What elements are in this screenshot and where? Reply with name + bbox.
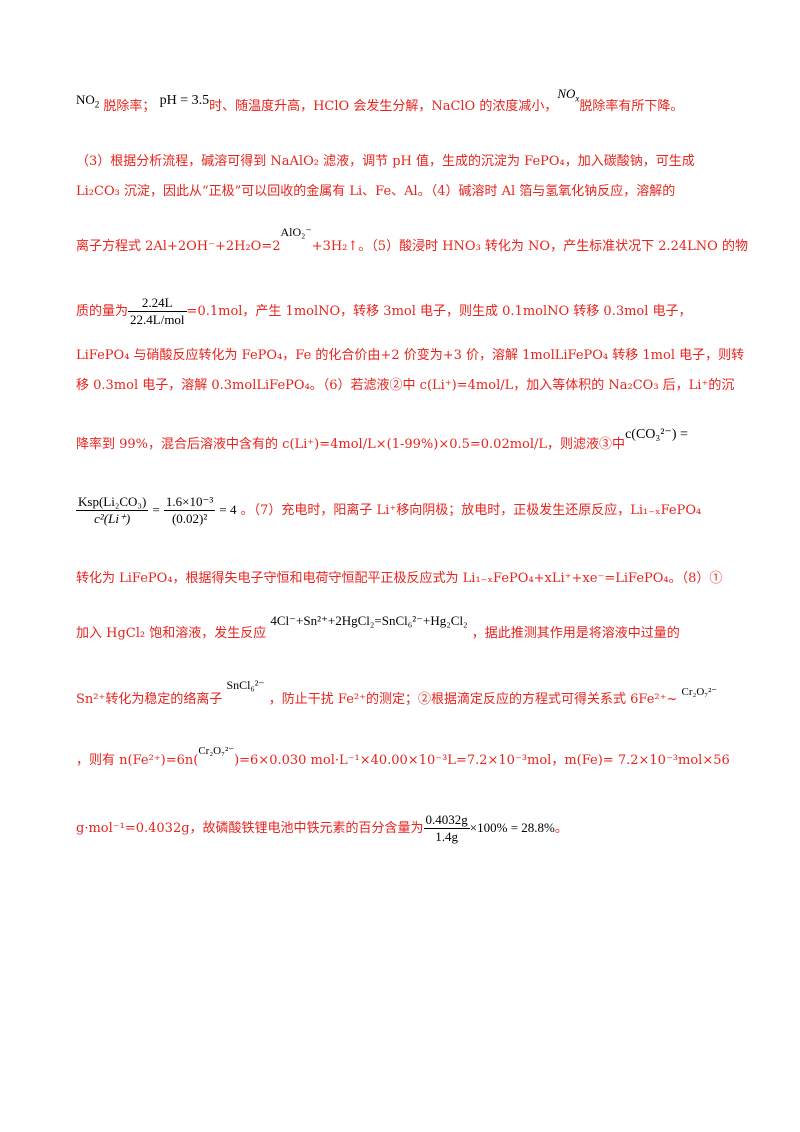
line-10: 转化为 LiFePO₄，根据得失电子守恒和电荷守恒配平正极反应式为 Li₁₋ₓF… bbox=[76, 571, 723, 586]
text-span: 加入 HgCl₂ 饱和溶液，发生反应 bbox=[76, 626, 267, 641]
text-span: ，防止干扰 Fe²⁺的测定；②根据滴定反应的方程式可得关系式 6Fe²⁺~ bbox=[268, 692, 678, 707]
text-span: =0.1mol，产生 1molNO，转移 3mol 电子，则生成 0.1molN… bbox=[186, 304, 692, 319]
fraction-value: 1.6×10⁻³(0.02)² bbox=[163, 494, 216, 526]
line-11: 加入 HgCl₂ 饱和溶液，发生反应 4Cl⁻+Sn²⁺+2HgCl₂=SnCl… bbox=[76, 613, 680, 643]
text-span: +3H₂↑。（5）酸浸时 HNO₃ 转化为 NO，产生标准状况下 2.24LNO… bbox=[311, 239, 748, 254]
text-span: 质的量为 bbox=[76, 304, 129, 319]
alo2-formula: AlO₂⁻ bbox=[280, 225, 312, 239]
nox-formula: NOx bbox=[557, 86, 580, 104]
text-span: 。（7）充电时，阳离子 Li⁺移向阴极；放电时，正极发生还原反应，Li₁₋ₓFe… bbox=[240, 503, 702, 518]
sncl6-formula: SnCl₆²⁻ bbox=[226, 678, 265, 692]
line-7: 移 0.3mol 电子，溶解 0.3molLiFePO₄。（6）若滤液②中 c(… bbox=[76, 378, 735, 393]
text-span: ，据此推测其作用是将溶液中过量的 bbox=[471, 626, 680, 641]
eq-result: = 4 bbox=[219, 502, 237, 517]
text-span: 脱除率有所下降。 bbox=[579, 99, 684, 114]
line-6: LiFePO₄ 与硝酸反应转化为 FePO₄，Fe 的化合价由+2 价变为+3 … bbox=[76, 348, 745, 363]
fraction-ksp: Ksp(Li₂CO₃)c²(Li⁺) bbox=[76, 494, 149, 526]
percent-result: ×100% = 28.8% bbox=[469, 820, 555, 835]
text-span: )=6×0.030 mol·L⁻¹×40.00×10⁻³L=7.2×10⁻³mo… bbox=[234, 753, 730, 768]
text-span: g·mol⁻¹=0.4032g，故磷酸铁锂电池中铁元素的百分含量为 bbox=[76, 821, 424, 836]
text-span: Sn²⁺转化为稳定的络离子 bbox=[76, 692, 223, 707]
line-3: Li₂CO₃ 沉淀，因此从“正极”可以回收的金属有 Li、Fe、Al。（4）碱溶… bbox=[76, 184, 676, 199]
line-13: ，则有 n(Fe²⁺)=6n(Cr₂O₇²⁻)=6×0.030 mol·L⁻¹×… bbox=[76, 745, 730, 770]
text-span: 降率到 99%，混合后溶液中含有的 c(Li⁺)=4mol/L×(1-99%)×… bbox=[76, 437, 626, 452]
text-span: ，则有 n(Fe²⁺)=6n( bbox=[76, 753, 199, 768]
line-8: 降率到 99%，混合后溶液中含有的 c(Li⁺)=4mol/L×(1-99%)×… bbox=[76, 427, 688, 454]
ph-value: pH = 3.5 bbox=[159, 93, 210, 108]
line-1: NO2 脱除率； pH = 3.5时、随温度升高，HClO 会发生分解，NaCl… bbox=[76, 86, 684, 116]
text-span: 脱除率； bbox=[103, 99, 156, 114]
line-9: Ksp(Li₂CO₃)c²(Li⁺) = 1.6×10⁻³(0.02)² = 4… bbox=[76, 494, 702, 526]
cr2o7-formula: Cr₂O₇²⁻ bbox=[681, 686, 718, 698]
text-span: 。 bbox=[554, 821, 568, 836]
cr2o7-formula: Cr₂O₇²⁻ bbox=[198, 745, 235, 757]
line-4: 离子方程式 2Al+2OH⁻+2H₂O=2AlO₂⁻+3H₂↑。（5）酸浸时 H… bbox=[76, 225, 748, 256]
text-span: 离子方程式 2Al+2OH⁻+2H₂O=2 bbox=[76, 239, 281, 254]
text-span: 时、随温度升高，HClO 会发生分解，NaClO 的浓度减小， bbox=[209, 99, 558, 114]
line-12: Sn²⁺转化为稳定的络离子 SnCl₆²⁻ ，防止干扰 Fe²⁺的测定；②根据滴… bbox=[76, 678, 717, 709]
reaction-equation: 4Cl⁻+Sn²⁺+2HgCl₂=SnCl₆²⁻+Hg₂Cl₂ bbox=[270, 613, 468, 628]
no2-formula: NO2 bbox=[76, 92, 100, 110]
line-2: （3）根据分析流程，碱溶可得到 NaAlO₂ 滤液，调节 pH 值，生成的沉淀为… bbox=[76, 154, 695, 169]
carbonate-conc: c(CO₃²⁻) = bbox=[625, 427, 688, 442]
